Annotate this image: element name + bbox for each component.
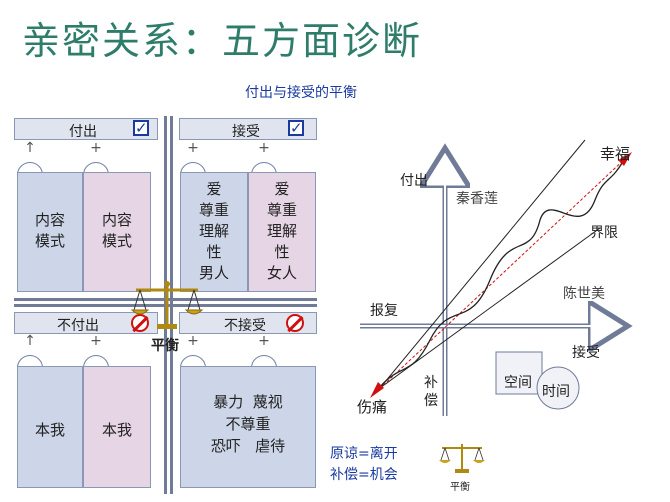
prohibited-icon bbox=[131, 314, 149, 332]
balance-line bbox=[375, 155, 629, 393]
box-text: 恐吓 虐待 bbox=[210, 437, 286, 455]
plus-icon: + bbox=[258, 333, 270, 349]
prohibited-icon bbox=[286, 314, 304, 332]
not-give-label: 不付出 bbox=[57, 318, 99, 334]
compensate-note: 补偿=机会 bbox=[330, 467, 398, 483]
box-text: 模式 bbox=[101, 232, 132, 250]
give-label: 付出 bbox=[69, 124, 97, 140]
relationship-curve bbox=[375, 157, 626, 393]
self-box-2: 本我 bbox=[83, 366, 151, 488]
balance-label: 平衡 bbox=[151, 338, 179, 354]
box-text: 内容 bbox=[101, 211, 132, 229]
give-bar: 付出 ✓ bbox=[14, 118, 158, 140]
plus-icon: + bbox=[90, 333, 102, 349]
page-title: 亲密关系：五方面诊断 bbox=[22, 19, 423, 63]
receive-woman-box: 爱 尊重 理解 性 女人 bbox=[248, 172, 316, 292]
box-text: 尊重 bbox=[266, 201, 297, 219]
not-receive-bar: 不接受 bbox=[179, 312, 317, 334]
box-text: 不尊重 bbox=[225, 415, 271, 433]
x-axis-label: 接受 bbox=[572, 345, 600, 361]
box-text: 理解 bbox=[266, 222, 297, 240]
y-axis-label: 付出 bbox=[400, 173, 428, 189]
forgive-note: 原谅=离开 bbox=[330, 446, 398, 462]
box-text: 爱 bbox=[206, 180, 222, 198]
small-balance-scale-icon bbox=[439, 444, 485, 473]
give-content-box-1: 内容 模式 bbox=[17, 172, 83, 292]
up-arrow-icon: ↑ bbox=[24, 333, 36, 349]
not-give-bar: 不付出 bbox=[14, 312, 158, 334]
not-receive-label: 不接受 bbox=[224, 318, 266, 334]
box-text: 理解 bbox=[198, 222, 229, 240]
box-text: 本我 bbox=[101, 421, 132, 439]
plus-icon: + bbox=[187, 140, 199, 156]
plus-icon: + bbox=[90, 140, 102, 156]
plus-icon: + bbox=[258, 140, 270, 156]
box-text: 性 bbox=[206, 243, 222, 261]
abuse-box: 暴力 蔑视 不尊重 恐吓 虐待 bbox=[180, 366, 316, 488]
box-text: 性 bbox=[274, 243, 290, 261]
boundary-line-2 bbox=[379, 227, 601, 389]
box-text: 爱 bbox=[274, 180, 290, 198]
diagram-subtitle: 付出与接受的平衡 bbox=[245, 85, 357, 101]
box-text: 内容 bbox=[34, 211, 65, 229]
boundary-label: 界限 bbox=[590, 225, 618, 241]
check-icon: ✓ bbox=[133, 119, 149, 137]
time-label: 时间 bbox=[542, 384, 570, 400]
compensation-label-1: 补 bbox=[424, 375, 438, 391]
happiness-label: 幸福 bbox=[600, 145, 631, 163]
up-arrow-icon: ↑ bbox=[24, 140, 36, 156]
balance-scale-icon bbox=[130, 281, 204, 329]
hurt-label: 伤痛 bbox=[357, 398, 388, 416]
box-text: 男人 bbox=[198, 264, 229, 282]
give-content-box-2: 内容 模式 bbox=[83, 172, 151, 292]
qinxianglian-label: 秦香莲 bbox=[456, 191, 498, 207]
receive-bar: 接受 ✓ bbox=[179, 118, 317, 140]
chenshimei-label: 陈世美 bbox=[563, 286, 605, 302]
receive-label: 接受 bbox=[232, 124, 260, 140]
box-text: 本我 bbox=[34, 421, 65, 439]
box-text: 模式 bbox=[34, 232, 65, 250]
boundary-line bbox=[379, 139, 586, 389]
box-text: 尊重 bbox=[198, 201, 229, 219]
receive-man-box: 爱 尊重 理解 性 男人 bbox=[180, 172, 248, 292]
compensation-label-2: 偿 bbox=[424, 393, 438, 409]
hurt-arrow-icon bbox=[370, 382, 384, 398]
balance-graph bbox=[360, 139, 670, 416]
check-icon: ✓ bbox=[288, 119, 304, 137]
space-label: 空间 bbox=[504, 375, 532, 391]
plus-icon: + bbox=[187, 333, 199, 349]
box-text: 女人 bbox=[266, 264, 297, 282]
box-text: 暴力 蔑视 bbox=[213, 393, 283, 411]
time-circle bbox=[536, 366, 580, 410]
revenge-label: 报复 bbox=[370, 303, 398, 319]
self-box-1: 本我 bbox=[17, 366, 83, 488]
happiness-arrow-icon bbox=[618, 152, 632, 166]
space-box bbox=[495, 351, 543, 395]
small-balance-label: 平衡 bbox=[450, 482, 470, 493]
